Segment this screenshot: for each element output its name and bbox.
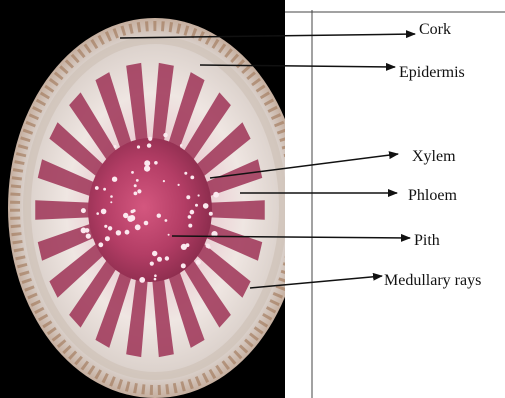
xylem-vessel	[137, 189, 141, 193]
xylem-vessel	[136, 179, 139, 182]
xylem-vessel	[144, 160, 150, 166]
xylem-vessel	[198, 194, 200, 196]
xylem-vessel	[105, 236, 110, 241]
xylem-vessel	[131, 171, 134, 174]
xylem-vessel	[181, 263, 186, 268]
xylem-vessel	[110, 201, 112, 203]
xylem-vessel	[188, 215, 192, 219]
pith-label: Pith	[414, 232, 440, 249]
xylem-vessel	[157, 257, 162, 262]
xylem-vessel	[208, 246, 211, 249]
xylem-vessel	[98, 242, 103, 247]
xylem-vessel	[190, 176, 194, 180]
xylem-vessel	[125, 230, 130, 235]
xylem-vessel	[186, 243, 190, 247]
micrograph-photo	[0, 0, 302, 398]
medullary-rays-label: Medullary rays	[384, 272, 481, 289]
xylem-vessel	[148, 137, 152, 141]
xylem-vessel	[144, 166, 150, 172]
epidermis-label: Epidermis	[399, 64, 465, 81]
xylem-label: Xylem	[412, 148, 456, 165]
xylem-vessel	[81, 228, 87, 234]
xylem-vessel	[213, 192, 219, 198]
xylem-vessel	[101, 209, 107, 215]
xylem-vessel	[123, 213, 128, 218]
xylem-vessel	[129, 215, 135, 221]
xylem-vessel	[205, 205, 208, 208]
xylem-vessel	[110, 195, 113, 198]
xylem-vessel	[114, 145, 117, 148]
xylem-vessel	[163, 133, 167, 137]
xylem-vessel	[135, 224, 141, 230]
xylem-vessel	[137, 145, 140, 148]
xylem-vessel	[152, 251, 157, 256]
xylem-vessel	[157, 214, 161, 218]
xylem-vessel	[195, 204, 198, 207]
xylem-vessel	[184, 172, 187, 175]
xylem-vessel	[104, 225, 107, 228]
xylem-vessel	[134, 192, 138, 196]
pith-region	[88, 138, 212, 282]
xylem-vessel	[96, 212, 99, 215]
xylem-vessel	[209, 212, 213, 216]
xylem-vessel	[190, 210, 195, 215]
xylem-vessel	[178, 184, 180, 186]
xylem-vessel	[188, 224, 192, 228]
xylem-vessel	[165, 256, 169, 260]
xylem-vessel	[134, 184, 137, 187]
xylem-vessel	[139, 277, 145, 283]
xylem-vessel	[163, 180, 165, 182]
xylem-vessel	[108, 226, 112, 230]
xylem-vessel	[131, 210, 135, 214]
xylem-vessel	[168, 234, 170, 236]
xylem-vessel	[186, 195, 190, 199]
xylem-vessel	[154, 278, 157, 281]
xylem-vessel	[154, 161, 158, 165]
phloem-label: Phloem	[408, 187, 457, 204]
xylem-vessel	[196, 260, 201, 265]
xylem-vessel	[150, 262, 154, 266]
xylem-vessel	[103, 188, 106, 191]
xylem-vessel	[81, 208, 86, 213]
xylem-vessel	[180, 144, 183, 147]
cork-label: Cork	[419, 21, 451, 38]
xylem-vessel	[165, 219, 168, 222]
xylem-vessel	[86, 234, 91, 239]
xylem-vessel	[112, 177, 117, 182]
xylem-vessel	[144, 221, 149, 226]
xylem-vessel	[147, 143, 151, 147]
xylem-vessel	[95, 186, 99, 190]
xylem-vessel	[116, 230, 121, 235]
labels: Cork Epidermis Xylem Phloem Pith Medulla…	[384, 21, 481, 289]
xylem-vessel	[154, 274, 157, 277]
